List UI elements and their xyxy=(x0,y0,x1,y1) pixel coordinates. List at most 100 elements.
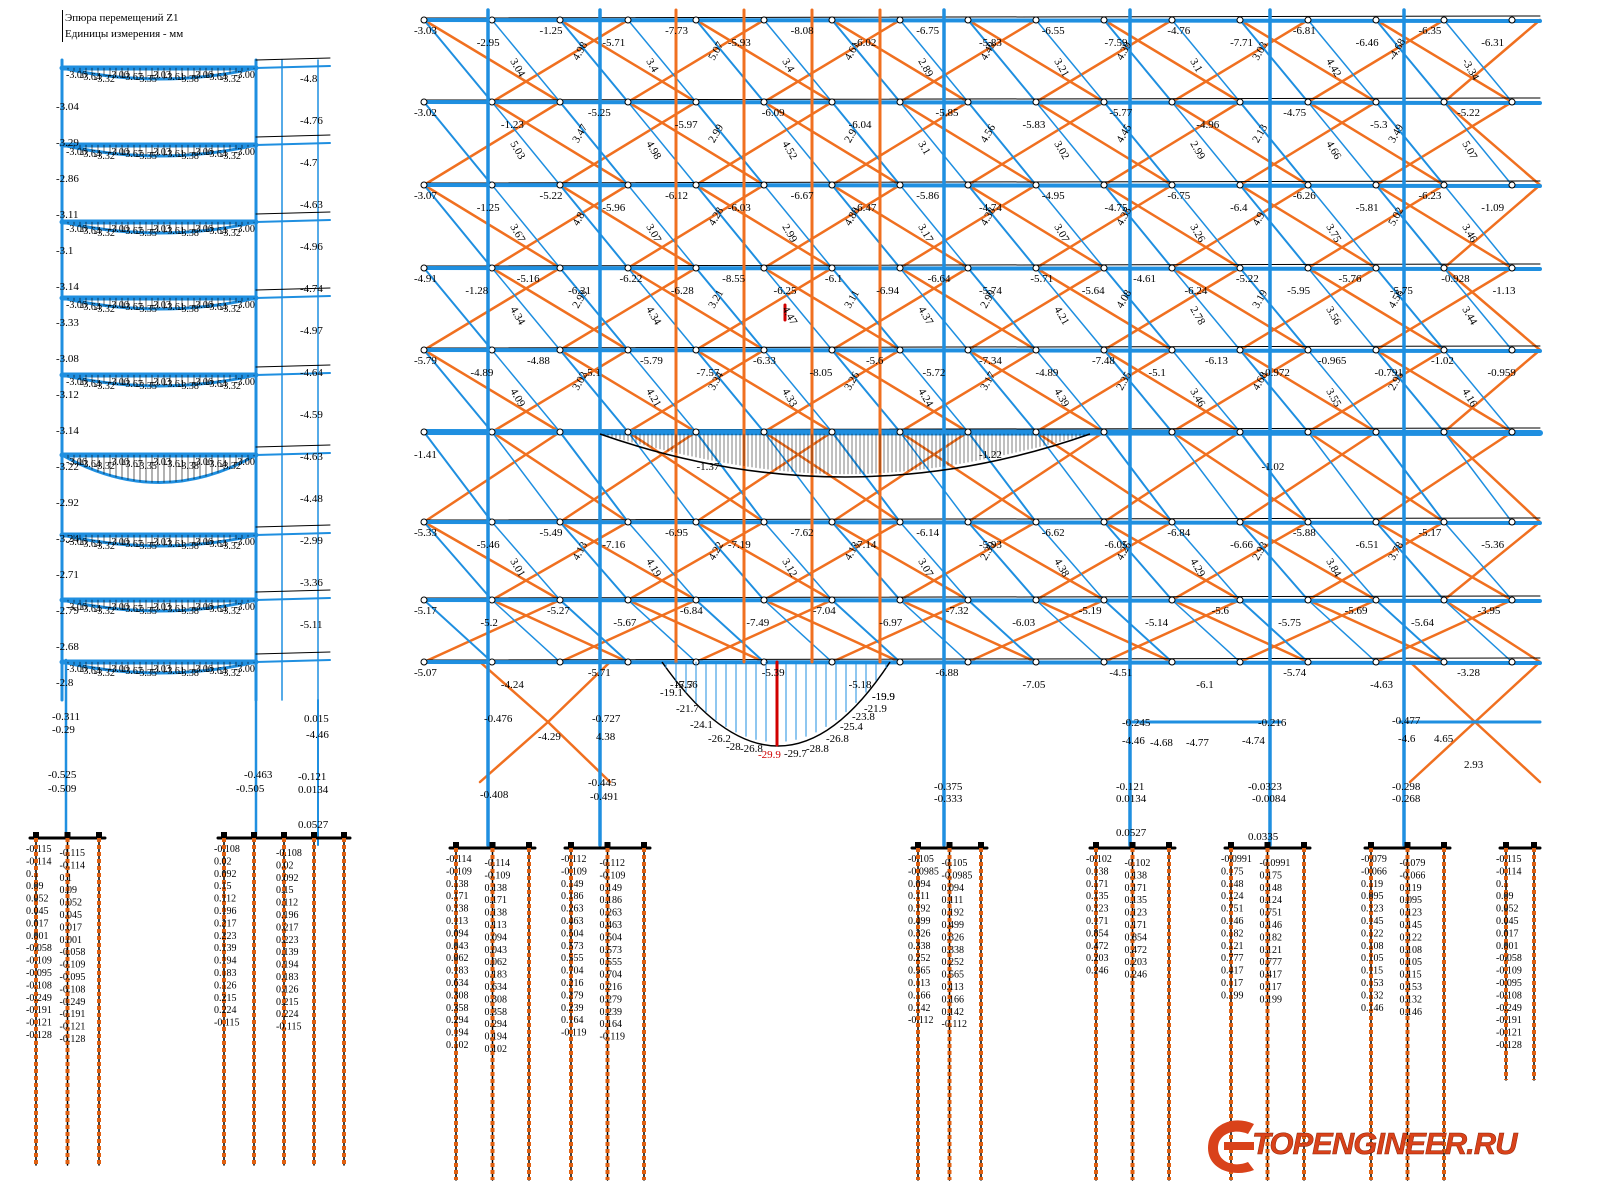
pile-value-label: 0.017 xyxy=(26,918,49,929)
truss-node xyxy=(1440,518,1448,526)
brace-diagonal xyxy=(626,598,766,664)
pile-value-label: 0.166 xyxy=(942,994,965,1005)
row-label: -6.62 xyxy=(1042,527,1065,539)
pile-value-label: 0.252 xyxy=(942,957,965,968)
pile-value-label: 0.634 xyxy=(446,978,469,989)
pile-head xyxy=(341,832,347,838)
truss-node xyxy=(556,346,564,354)
row-label: -8.55 xyxy=(722,273,745,285)
left-slab-label: -3.00 xyxy=(234,457,255,468)
pile-value-label: -0.112 xyxy=(908,1015,933,1026)
row-label: -5.71 xyxy=(588,667,611,679)
pile-value-label: 0.182 xyxy=(1260,932,1283,943)
row-label: -6.46 xyxy=(1356,37,1379,49)
left-slab-label: -3.00 xyxy=(108,602,129,613)
brace-diagonal xyxy=(1306,183,1446,270)
brace-diagonal xyxy=(898,183,1038,270)
left-slab-label: -3.67 xyxy=(122,302,143,313)
truss-node xyxy=(420,16,428,24)
pile-value-label: 0.062 xyxy=(485,957,508,968)
left-slab-label: -3.00 xyxy=(234,537,255,548)
truss-node xyxy=(1168,16,1176,24)
brace-diagonal xyxy=(1102,18,1242,104)
brace-diagonal xyxy=(762,598,902,664)
pile-value-label: 0.138 xyxy=(1125,870,1148,881)
truss-node xyxy=(420,658,428,666)
pile-value-label: -0.058 xyxy=(1496,953,1522,964)
beam-diagram-label: -26.8 xyxy=(826,733,849,745)
pile-value-label: 0.504 xyxy=(600,932,623,943)
diagonal-label: 3.17 xyxy=(978,369,998,392)
brace-diagonal xyxy=(694,348,834,434)
brace-diagonal xyxy=(1374,183,1514,270)
row-label: -2.95 xyxy=(477,37,500,49)
pile-value-label: 0.183 xyxy=(276,972,299,983)
pile-value-label: 0.555 xyxy=(561,953,584,964)
row-label: -0.928 xyxy=(1441,273,1470,285)
beam-diagram-label: -23.8 xyxy=(852,711,875,723)
truss-node xyxy=(420,346,428,354)
brace-diagonal xyxy=(762,18,902,104)
truss-node xyxy=(1168,98,1176,106)
truss-node xyxy=(1236,658,1244,666)
pile-value-label: -0.079 xyxy=(1400,858,1426,869)
beam-diagram-label: -17.7 xyxy=(670,679,693,691)
pile-value-label: 0.135 xyxy=(1125,895,1148,906)
left-slab-label: -3.03 xyxy=(150,664,171,675)
truss-node xyxy=(828,518,836,526)
pile-value-label: -0.109 xyxy=(1496,966,1522,977)
left-slab-label: -3.03 xyxy=(150,457,171,468)
brace-diagonal xyxy=(1238,598,1378,664)
row-label: -7.19 xyxy=(728,539,751,551)
pile-value-label: 0.246 xyxy=(1125,970,1148,981)
row-label: -6.21 xyxy=(568,285,591,297)
beam-diagonal xyxy=(763,431,833,523)
truss-node xyxy=(1168,596,1176,604)
pile-value-label: 0.148 xyxy=(1260,883,1283,894)
pile-value-label: -0.108 xyxy=(1496,990,1522,1001)
pile-value-label: 0.138 xyxy=(1086,866,1109,877)
left-slab-label: -3.03 xyxy=(150,537,171,548)
beam-diagonal xyxy=(1375,267,1445,351)
pile-value-label: 0.111 xyxy=(942,895,964,906)
beam-outline xyxy=(423,97,1541,101)
brace-diagonal xyxy=(1170,430,1310,524)
truss-node xyxy=(624,16,632,24)
floor-beam xyxy=(422,520,1542,525)
left-slab-label: -3.06 xyxy=(192,664,213,675)
beam-diagonal xyxy=(559,184,629,269)
pile-value-label: -0.249 xyxy=(26,993,52,1004)
pile-value-label: 0.216 xyxy=(600,982,623,993)
left-slab-label: -3.61 xyxy=(164,539,185,550)
pile-value-label: -0.109 xyxy=(561,866,587,877)
row-label: -5.83 xyxy=(1022,119,1045,131)
left-slab-label: -3.67 xyxy=(122,459,143,470)
truss-node xyxy=(760,16,768,24)
left-slab-label: -3.64 xyxy=(206,302,227,313)
brace-diagonal xyxy=(490,520,630,602)
pile-value-label: 0.139 xyxy=(214,943,237,954)
beam-diagonal xyxy=(627,431,697,523)
floor-beam xyxy=(421,429,1543,436)
pile-value-label: 0.123 xyxy=(1125,908,1148,919)
diagonal-label: 2.13 xyxy=(1250,122,1270,145)
brace-diagonal xyxy=(1306,520,1446,602)
beam-outline xyxy=(423,517,1541,521)
beam-diagonal xyxy=(1375,599,1445,663)
pile-value-label: -0.114 xyxy=(485,858,510,869)
pile-value-label: 0.704 xyxy=(561,966,584,977)
left-floor-beam-ext xyxy=(255,287,331,291)
pile-value-label: 0.113 xyxy=(942,982,964,993)
truss-node xyxy=(964,264,972,272)
row-label: -5.79 xyxy=(414,355,437,367)
beam-deflection-diagram xyxy=(599,303,1091,747)
beam-diagonal xyxy=(491,267,561,351)
beam-diagonal xyxy=(559,521,629,601)
left-right-label: -4.63 xyxy=(300,451,323,463)
beam-diagonal xyxy=(423,599,493,663)
left-slab-label: -3.32 xyxy=(94,461,115,472)
brace-diagonal xyxy=(762,183,902,270)
beam-diagonal xyxy=(695,101,765,186)
left-slab-label: -3.06 xyxy=(192,224,213,235)
truss-node xyxy=(1440,428,1448,436)
